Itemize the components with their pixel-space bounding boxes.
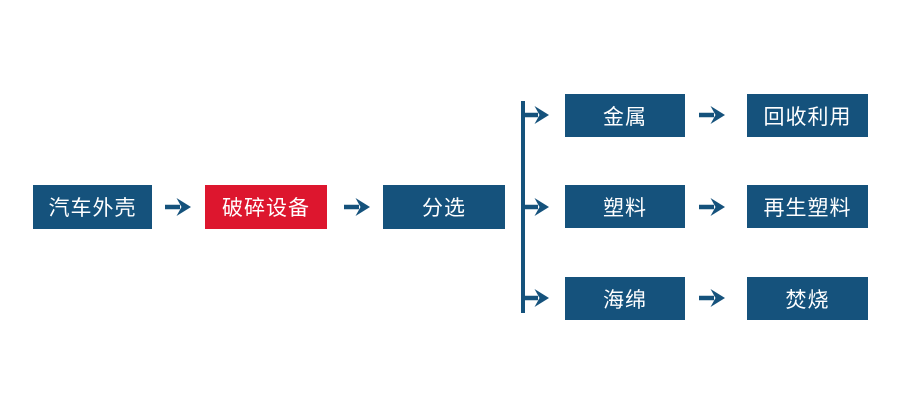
node-crushing-equipment: 破碎设备	[205, 185, 327, 229]
arrow-right-icon	[343, 196, 371, 218]
node-car-shell: 汽车外壳	[33, 185, 152, 229]
arrow-right-icon	[698, 104, 726, 126]
node-sponge: 海绵	[565, 277, 685, 320]
arrow-right-icon	[522, 104, 550, 126]
node-plastic: 塑料	[565, 185, 685, 228]
arrow-right-icon	[698, 287, 726, 309]
node-metal: 金属	[565, 94, 685, 137]
node-recycle-reuse: 回收利用	[747, 94, 868, 137]
arrow-right-icon	[522, 196, 550, 218]
arrow-right-icon	[164, 196, 192, 218]
node-recycled-plastic: 再生塑料	[747, 185, 868, 228]
arrow-right-icon	[698, 196, 726, 218]
node-sorting: 分选	[383, 185, 505, 229]
node-incineration: 焚烧	[747, 277, 868, 320]
arrow-right-icon	[522, 287, 550, 309]
